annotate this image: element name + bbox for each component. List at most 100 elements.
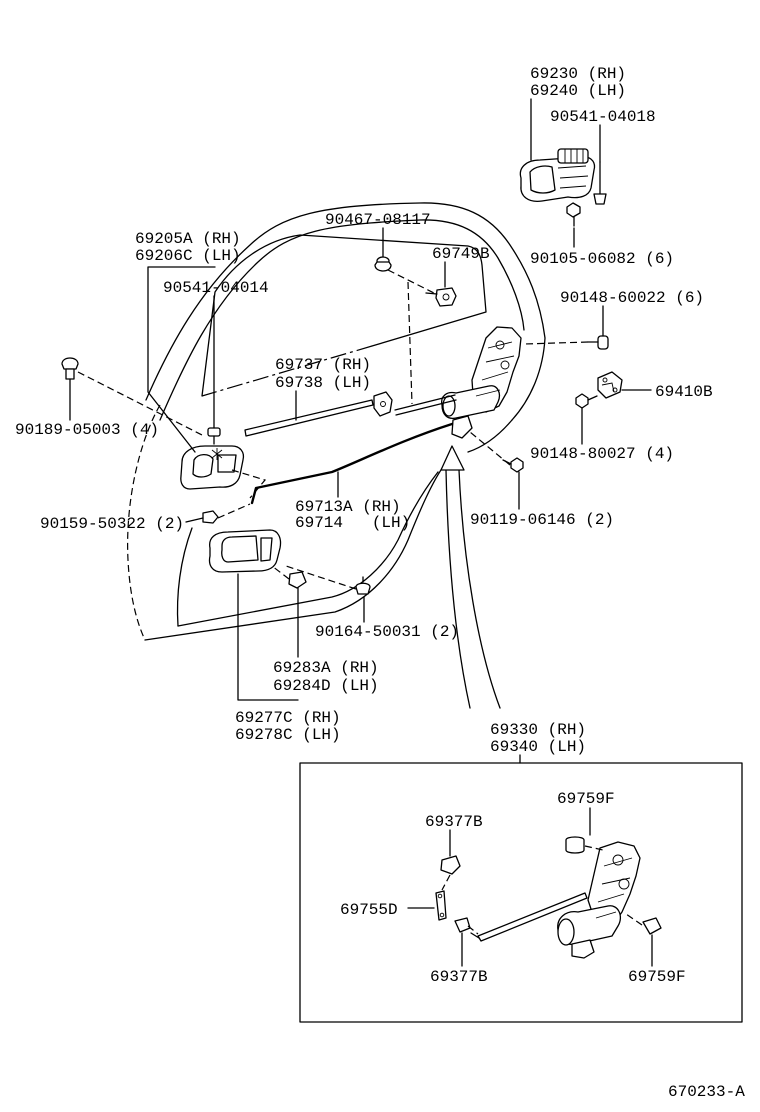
callout-90159-50322: 90159-50322 (2) xyxy=(40,515,184,533)
lock-cylinder-ridges xyxy=(564,149,584,163)
lock-pivot xyxy=(495,340,505,350)
callout-90105-06082: 90105-06082 (6) xyxy=(530,250,674,268)
striker-loop xyxy=(601,382,615,393)
callout-69284d: 69284D (LH) xyxy=(273,677,379,695)
screw-head xyxy=(593,193,607,205)
guide-line xyxy=(469,431,511,466)
callout-90189-05003: 90189-05003 (4) xyxy=(15,421,159,439)
clip-body xyxy=(202,510,219,524)
bolt-head xyxy=(510,457,524,473)
inset-door-lock-assembly xyxy=(557,841,641,959)
callout-labels: 69230 (RH) 69240 (LH) 90541-04018 90467-… xyxy=(15,65,713,756)
arrow-shaft-left xyxy=(445,469,471,709)
callout-69759f-top: 69759F xyxy=(557,790,615,808)
callout-69377b-top: 69377B xyxy=(425,813,483,831)
lock-lever xyxy=(451,415,473,439)
door-lock-assembly xyxy=(441,326,522,439)
callout-69377b-bottom: 69377B xyxy=(430,968,488,986)
callout-69410b: 69410B xyxy=(655,383,713,401)
guide-line xyxy=(217,503,251,519)
part-69759f-bottom xyxy=(642,917,662,935)
guide-line xyxy=(77,371,205,437)
callout-69283a: 69283A (RH) xyxy=(273,659,379,677)
clip-head xyxy=(61,357,79,370)
leader-90159-50322 xyxy=(185,517,204,523)
guide-line xyxy=(407,281,413,405)
part-69377b-bottom xyxy=(454,917,471,933)
bolt-90105-06082 xyxy=(566,202,581,227)
callout-90467-08117: 90467-08117 xyxy=(325,211,431,229)
guide-line xyxy=(231,469,267,499)
lock-knob-rod xyxy=(244,399,374,437)
door-panel-inner-curve xyxy=(176,527,193,627)
screw-90541-04014 xyxy=(207,427,221,445)
lock-pivot xyxy=(500,360,510,370)
clip-body xyxy=(435,287,457,307)
figure-code: 670233-A xyxy=(668,1083,745,1101)
clip-90159-50322 xyxy=(202,510,219,524)
bezel-opening xyxy=(221,535,259,563)
callout-69206c: 69206C (LH) xyxy=(135,247,241,265)
door-rear-edge xyxy=(467,419,513,453)
inset-lock-detail: 69759F 69377B 69755D 69377B 69759F xyxy=(299,762,743,1023)
leader-69277c xyxy=(237,573,299,701)
rod-clip xyxy=(373,391,393,417)
outside-handle-detail xyxy=(557,165,589,189)
inset-guide-line xyxy=(584,845,604,851)
part-69377b-top xyxy=(440,855,461,875)
callout-69755d: 69755D xyxy=(340,901,398,919)
callout-90164-50031: 90164-50031 (2) xyxy=(315,623,459,641)
clip-pin xyxy=(425,292,438,295)
callout-69738: 69738 (LH) xyxy=(275,374,371,392)
bolt-90148-80027 xyxy=(575,393,598,409)
bolt-90119-06146 xyxy=(502,457,524,473)
part-69759f-top xyxy=(565,836,585,854)
callout-90119-06146: 90119-06146 (2) xyxy=(470,511,614,529)
callout-90541-04014: 90541-04014 xyxy=(163,279,269,297)
inside-door-handle xyxy=(180,445,245,490)
screw-90164-50031 xyxy=(355,576,371,595)
part-69755d xyxy=(435,890,447,921)
inset-lock-lever xyxy=(571,939,595,959)
striker-69410b xyxy=(597,371,623,399)
guide-line xyxy=(271,565,290,580)
inset-guide-line xyxy=(625,913,643,926)
callout-69714: 69714 (LH) xyxy=(295,514,410,532)
callout-69330: 69330 (RH) xyxy=(490,721,586,739)
clip-hole xyxy=(442,293,450,301)
striker-hole xyxy=(612,387,618,393)
bolt-head xyxy=(566,202,581,218)
outside-door-handle xyxy=(519,148,596,202)
callout-69205a: 69205A (RH) xyxy=(135,230,241,248)
guide-line xyxy=(523,341,589,345)
inset-guide-line xyxy=(441,874,451,891)
inside-handle-housing xyxy=(217,454,237,473)
door-panel-left-edge xyxy=(127,404,161,641)
clip-90189-05003 xyxy=(61,357,79,380)
guide-lines xyxy=(77,269,589,590)
arrow-shaft-right xyxy=(458,469,501,709)
link-rod xyxy=(395,399,457,416)
window-opening xyxy=(201,234,487,397)
guide-line xyxy=(285,565,357,590)
clip-69749b xyxy=(425,287,457,307)
inset-guide-line xyxy=(467,925,479,935)
bolt-90467-08117 xyxy=(374,256,392,272)
striker-plate xyxy=(597,371,623,399)
screw-90541-04018 xyxy=(593,161,607,205)
inset-rod-end xyxy=(470,932,480,939)
lock-motor-end xyxy=(442,395,456,417)
arrow-head xyxy=(440,445,465,471)
callout-90148-60022: 90148-60022 (6) xyxy=(560,289,704,307)
bolt-flange xyxy=(374,261,392,272)
bolt-head xyxy=(575,393,589,409)
window-frame-inner xyxy=(159,219,525,421)
striker-hole xyxy=(602,377,608,383)
lock-rod-link xyxy=(394,394,457,416)
screw-head xyxy=(355,582,371,595)
callout-69277c: 69277C (RH) xyxy=(235,709,341,727)
rod-clip-hole xyxy=(380,401,386,407)
callout-69240: 69240 (LH) xyxy=(530,82,626,100)
inside-handle-lever xyxy=(192,453,214,478)
